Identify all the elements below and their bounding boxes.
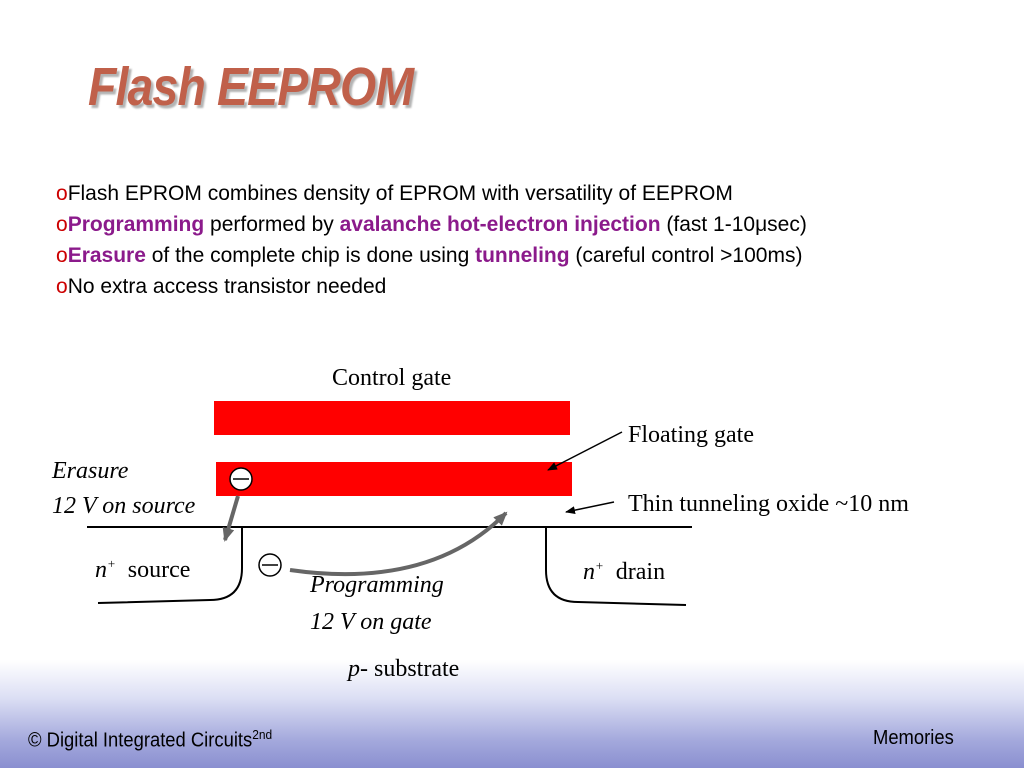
floating-gate-electron-icon — [229, 467, 253, 491]
oxide-label: Thin tunneling oxide ~10 nm — [628, 491, 909, 517]
programming-voltage-label: 12 V on gate — [310, 609, 432, 635]
oxide-pointer-arrow — [565, 501, 615, 515]
bullet-highlight-term: tunneling — [475, 244, 570, 267]
bullet-marker: o — [56, 244, 68, 267]
bullet-text: (fast 1-10μsec) — [660, 213, 807, 236]
footer-section-name: Memories — [873, 727, 954, 749]
bullet-highlight-term: Programming — [67, 213, 205, 236]
bullet-item: oErasure of the complete chip is done us… — [56, 240, 807, 271]
source-label-group: n+ source — [95, 556, 190, 584]
drain-junction — [545, 527, 687, 606]
bullet-marker: o — [56, 213, 68, 236]
bullet-text: (careful control >100ms) — [569, 244, 803, 267]
bullet-text: of the complete chip is done using — [145, 244, 476, 267]
bullet-highlight-term: Erasure — [67, 244, 146, 267]
drain-label: drain — [615, 559, 666, 585]
bullet-text: performed by — [204, 213, 340, 236]
channel-electron-icon — [258, 553, 282, 577]
bullet-item: oNo extra access transistor needed — [56, 271, 807, 302]
footer-band — [0, 660, 1024, 768]
drain-doping-sup: + — [595, 558, 604, 573]
substrate-type: p- — [348, 656, 368, 682]
footer-course-title: © Digital Integrated Circuits2nd — [28, 727, 272, 753]
bullet-text: No extra access transistor needed — [67, 275, 387, 298]
slide-title: Flash EEPROM — [88, 57, 414, 117]
bullet-list: oFlash EPROM combines density of EPROM w… — [56, 178, 807, 302]
bullet-marker: o — [56, 182, 68, 205]
bullet-highlight-term: avalanche hot-electron injection — [339, 213, 661, 236]
footer-copyright-text: © Digital Integrated Circuits — [28, 729, 253, 752]
floating-gate-label: Floating gate — [628, 422, 754, 448]
source-region-type: n — [95, 557, 107, 583]
bullet-marker: o — [56, 275, 68, 298]
source-label: source — [127, 557, 191, 583]
programming-label: Programming — [310, 572, 444, 598]
control-gate-label: Control gate — [332, 365, 452, 391]
footer-edition-sup: 2nd — [252, 727, 273, 742]
bullet-text: Flash EPROM combines density of EPROM wi… — [67, 182, 733, 205]
erasure-tunneling-arrow — [222, 495, 240, 542]
source-junction — [97, 527, 243, 604]
erasure-voltage-label: 12 V on source — [52, 493, 196, 519]
substrate-label: substrate — [374, 656, 460, 682]
source-doping-sup: + — [107, 556, 116, 571]
control-gate — [214, 401, 570, 435]
bullet-item: oProgramming performed by avalanche hot-… — [56, 209, 807, 240]
drain-label-group: n+ drain — [583, 558, 665, 586]
floating-gate — [216, 462, 572, 496]
drain-region-type: n — [583, 559, 595, 585]
substrate-label-group: p- substrate — [348, 656, 459, 683]
bullet-item: oFlash EPROM combines density of EPROM w… — [56, 178, 807, 209]
programming-injection-arrow — [289, 511, 508, 577]
floating-gate-pointer-arrow — [547, 431, 623, 471]
erasure-label: Erasure — [52, 458, 129, 484]
